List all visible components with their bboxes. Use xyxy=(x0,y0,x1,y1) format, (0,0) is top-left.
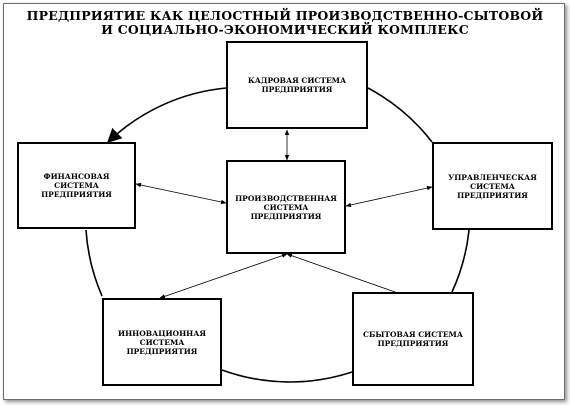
cycle-arc-left xyxy=(85,229,103,297)
cycle-arc-bottom xyxy=(221,369,353,383)
node-production-system: ПРОИЗВОДСТВЕННАЯ СИСТЕМА ПРЕДПРИЯТИЯ xyxy=(226,160,346,254)
node-production-line2: СИСТЕМА xyxy=(263,202,309,212)
node-production-line1: ПРОИЗВОДСТВЕННАЯ xyxy=(235,193,337,203)
connector-production-financial xyxy=(135,182,227,205)
node-innovation-line2: СИСТЕМА xyxy=(139,337,185,347)
connector-production-innovation xyxy=(159,253,288,299)
node-sales-system: СБЫТОВАЯ СИСТЕМА ПРЕДПРИЯТИЯ xyxy=(352,292,474,386)
connector-production-sales xyxy=(286,253,413,299)
title-line-2: И СОЦИАЛЬНО-ЭКОНОМИЧЕСКИЙ КОМПЛЕКС xyxy=(101,22,469,37)
cycle-arc-top-left xyxy=(106,87,227,143)
node-financial-line2: СИСТЕМА xyxy=(54,181,99,190)
node-personnel-line1: КАДРОВАЯ СИСТЕМА xyxy=(247,76,347,85)
node-production-line3: ПРЕДПРИЯТИЯ xyxy=(250,211,322,221)
title-line-1: ПРЕДПРИЯТИЕ КАК ЦЕЛОСТНЫЙ ПРОИЗВОДСТВЕНН… xyxy=(26,8,544,23)
node-management-system: УПРАВЛЕНЧЕСКАЯ СИСТЕМА ПРЕДПРИЯТИЯ xyxy=(432,142,553,230)
connector-production-management xyxy=(345,185,433,208)
node-sales-line2: ПРЕДПРИЯТИЯ xyxy=(377,339,449,348)
node-personnel-line2: ПРЕДПРИЯТИЯ xyxy=(261,85,333,94)
node-personnel-system: КАДРОВАЯ СИСТЕМА ПРЕДПРИЯТИЯ xyxy=(226,41,368,129)
node-sales-line1: СБЫТОВАЯ СИСТЕМА xyxy=(363,330,463,339)
node-innovation-system: ИННОВАЦИОННАЯ СИСТЕМА ПРЕДПРИЯТИЯ xyxy=(102,298,222,386)
node-management-line3: ПРЕДПРИЯТИЯ xyxy=(457,190,528,200)
node-financial-line1: ФИНАНСОВАЯ xyxy=(43,172,110,181)
node-financial-system: ФИНАНСОВАЯ СИСТЕМА ПРЕДПРИЯТИЯ xyxy=(17,142,136,229)
node-innovation-line3: ПРЕДПРИЯТИЯ xyxy=(126,346,198,356)
node-management-line2: СИСТЕМА xyxy=(470,181,515,191)
node-innovation-line1: ИННОВАЦИОННАЯ xyxy=(117,328,206,338)
diagram-title: ПРЕДПРИЯТИЕ КАК ЦЕЛОСТНЫЙ ПРОИЗВОДСТВЕНН… xyxy=(0,9,570,37)
node-financial-line3: ПРЕДПРИЯТИЯ xyxy=(41,190,112,199)
cycle-arc-top-right xyxy=(367,87,433,143)
node-management-line1: УПРАВЛЕНЧЕСКАЯ xyxy=(448,172,537,182)
